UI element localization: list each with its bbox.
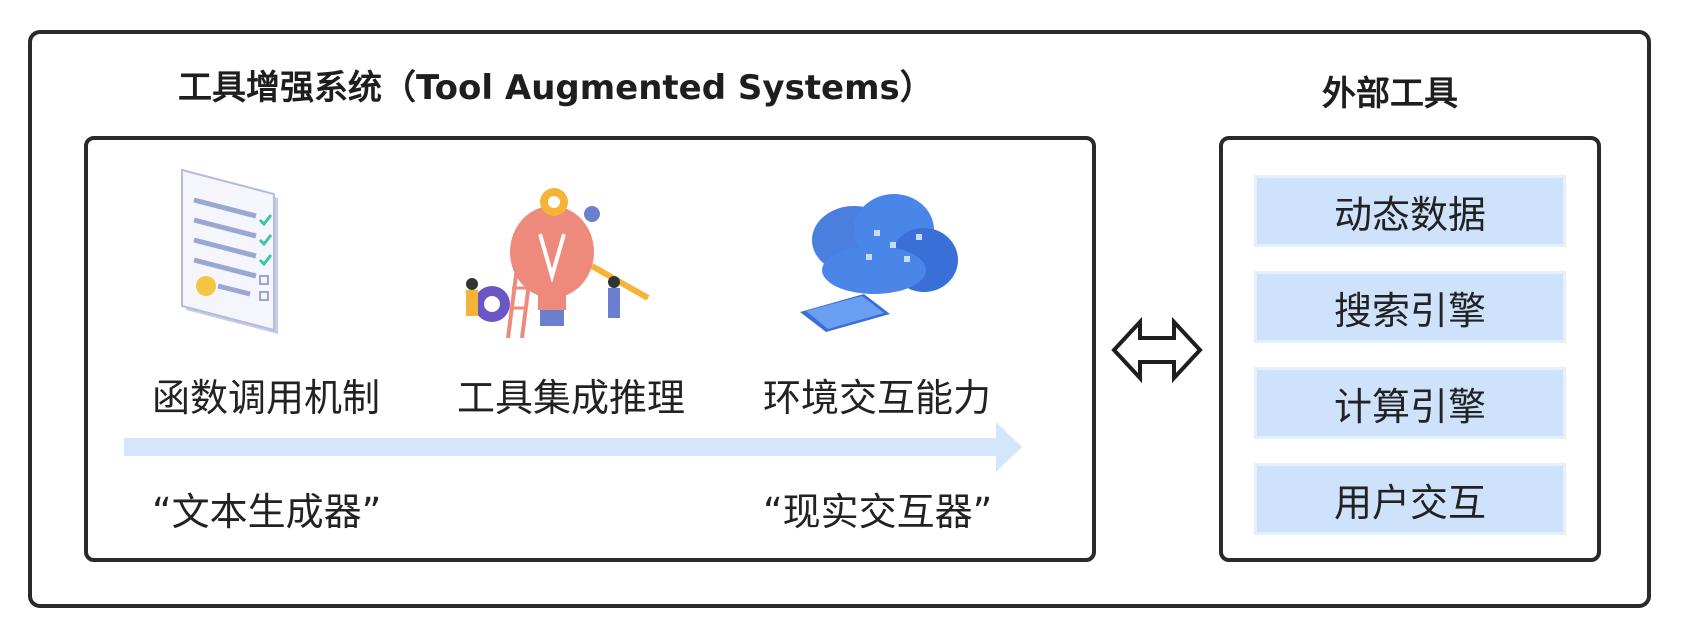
bidirectional-arrow-icon — [1111, 316, 1203, 384]
tool-compute-engine: 计算引擎 — [1254, 367, 1566, 439]
capability-tool-reasoning: 工具集成推理 — [457, 376, 686, 420]
document-checklist-icon — [178, 168, 288, 342]
tools-title: 外部工具 — [1322, 74, 1458, 114]
tool-search-engine: 搜索引擎 — [1254, 271, 1566, 343]
capability-function-calling: 函数调用机制 — [152, 376, 381, 420]
system-title: 工具增强系统（Tool Augmented Systems） — [178, 68, 934, 108]
lightbulb-gears-icon — [452, 188, 652, 352]
cloud-device-icon — [794, 190, 974, 344]
role-real-world-interactor: “现实交互器” — [763, 490, 993, 534]
tool-user-interaction: 用户交互 — [1254, 463, 1566, 535]
progress-arrow — [124, 422, 1022, 472]
tools-box — [1219, 136, 1601, 562]
system-box — [84, 136, 1096, 562]
capability-environment-interaction: 环境交互能力 — [763, 376, 992, 420]
tool-dynamic-data: 动态数据 — [1254, 175, 1566, 247]
outer-frame — [28, 30, 1651, 608]
role-text-generator: “文本生成器” — [152, 490, 382, 534]
